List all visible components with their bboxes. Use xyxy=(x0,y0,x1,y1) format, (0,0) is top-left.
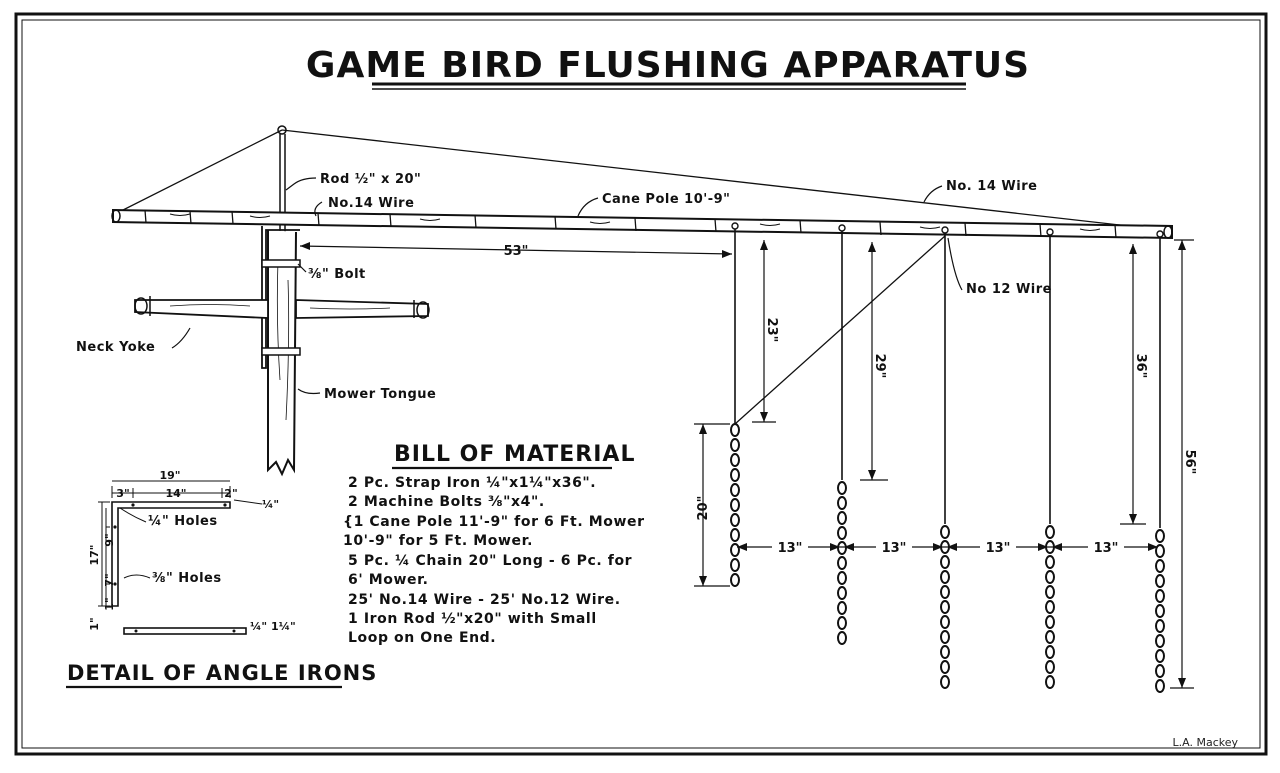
detail-17: 17" xyxy=(88,544,101,565)
mower-tongue-label: Mower Tongue xyxy=(324,387,436,402)
outer-border xyxy=(14,12,1268,756)
neck-yoke-label: Neck Yoke xyxy=(76,340,155,355)
bolt-label: ⅜" Bolt xyxy=(308,267,366,282)
dim-56 xyxy=(1170,239,1194,689)
dim-36-label: 36" xyxy=(1133,354,1148,379)
spacing-label-4: 13" xyxy=(1094,541,1119,556)
detail-holes-38: ⅜" Holes xyxy=(152,571,222,586)
chain-3 xyxy=(940,525,950,689)
mower-tongue-leader xyxy=(297,388,321,395)
cane-pole xyxy=(111,208,1173,240)
hanger-tops xyxy=(731,222,1164,238)
dim-29 xyxy=(860,242,888,481)
dim-23-label: 23" xyxy=(764,318,779,343)
guy-wire-left xyxy=(116,129,283,214)
signature: L.A. Mackey xyxy=(1173,736,1239,749)
bom-line: 2 Pc. Strap Iron ¼"x1¼"x36". xyxy=(348,475,596,491)
bom-line: 5 Pc. ¼ Chain 20" Long - 6 Pc. for xyxy=(348,553,632,569)
cane-pole-label: Cane Pole 10'-9" xyxy=(602,192,730,207)
spacing-label-bg-4 xyxy=(1088,538,1124,554)
detail-thickness: ¼" 1¼" xyxy=(250,620,296,633)
bom-line: 2 Machine Bolts ⅜"x4". xyxy=(348,494,545,510)
guy-wire-right xyxy=(281,129,1165,231)
neck-yoke-leader xyxy=(171,327,191,349)
chain-1 xyxy=(730,423,740,587)
bom-line: 6' Mower. xyxy=(348,572,429,588)
detail-2: 2" xyxy=(224,487,237,500)
rod-label: Rod ½" x 20" xyxy=(320,172,421,187)
spacing-label-2: 13" xyxy=(882,541,907,556)
detail-holes-quarter: ¼" Holes xyxy=(148,514,218,529)
bolt-lower xyxy=(261,347,301,356)
angle-iron xyxy=(261,226,300,369)
bolt-leader xyxy=(297,263,307,273)
wire12-label: No 12 Wire xyxy=(966,282,1052,297)
angle-iron-detail xyxy=(98,480,263,635)
dim-23 xyxy=(752,240,776,423)
dim-56-label: 56" xyxy=(1182,450,1197,475)
dim-53-label: 53" xyxy=(504,244,529,259)
bolt-upper xyxy=(261,259,301,268)
spacing-label-bg-1 xyxy=(772,538,808,554)
page-title: GAME BIRD FLUSHING APPARATUS xyxy=(306,45,1030,86)
dim-53 xyxy=(299,242,733,258)
bom-line: 10'-9" for 5 Ft. Mower. xyxy=(343,533,533,549)
dim-36 xyxy=(1120,244,1146,525)
bom-line: 25' No.14 Wire - 25' No.12 Wire. xyxy=(348,592,621,608)
spacing-label-bg-3 xyxy=(980,538,1016,554)
wire14-left-leader xyxy=(314,201,323,217)
bom-heading: BILL OF MATERIAL xyxy=(394,442,635,467)
bom-line: {1 Cane Pole 11'-9" for 6 Ft. Mower xyxy=(343,514,645,530)
inner-border xyxy=(21,19,1261,749)
detail-14: 14" xyxy=(165,487,186,500)
detail-9: 9" xyxy=(103,533,116,546)
chain-4 xyxy=(1045,525,1055,689)
detail-1: 1" xyxy=(88,617,101,630)
detail-19: 19" xyxy=(159,469,180,482)
dim-20 xyxy=(694,423,730,587)
dim-spacing-arrows xyxy=(737,543,1158,551)
spacing-label-3: 13" xyxy=(986,541,1011,556)
chain-5 xyxy=(1155,529,1165,693)
wire12-leader xyxy=(947,237,963,291)
spacing-label-1: 13" xyxy=(778,541,803,556)
bom-line: 1 Iron Rod ½"x20" with Small xyxy=(348,611,597,627)
detail-1-small: 1" xyxy=(103,597,116,610)
bom-line: Loop on One End. xyxy=(348,630,496,646)
wire14-left-label: No.14 Wire xyxy=(328,196,414,211)
bom-list: 2 Pc. Strap Iron ¼"x1¼"x36". 2 Machine B… xyxy=(343,475,645,646)
dim-29-label: 29" xyxy=(872,354,887,379)
neck-yoke xyxy=(134,296,430,319)
wire12-diagonal xyxy=(734,235,946,425)
dim-20-label: 20" xyxy=(696,496,711,521)
detail-heading: DETAIL OF ANGLE IRONS xyxy=(67,661,377,685)
rod-leader xyxy=(285,177,317,191)
hanger-wires xyxy=(734,226,1161,528)
detail-3: 3" xyxy=(116,487,129,500)
detail-7: 7" xyxy=(103,573,116,586)
cane-pole-leader xyxy=(577,197,599,217)
wire14-right-label: No. 14 Wire xyxy=(946,179,1037,194)
detail-quarter: ¼" xyxy=(262,498,279,511)
wire14-right-leader xyxy=(923,185,943,203)
spacing-label-bg-2 xyxy=(876,538,912,554)
chain-2 xyxy=(837,481,847,645)
